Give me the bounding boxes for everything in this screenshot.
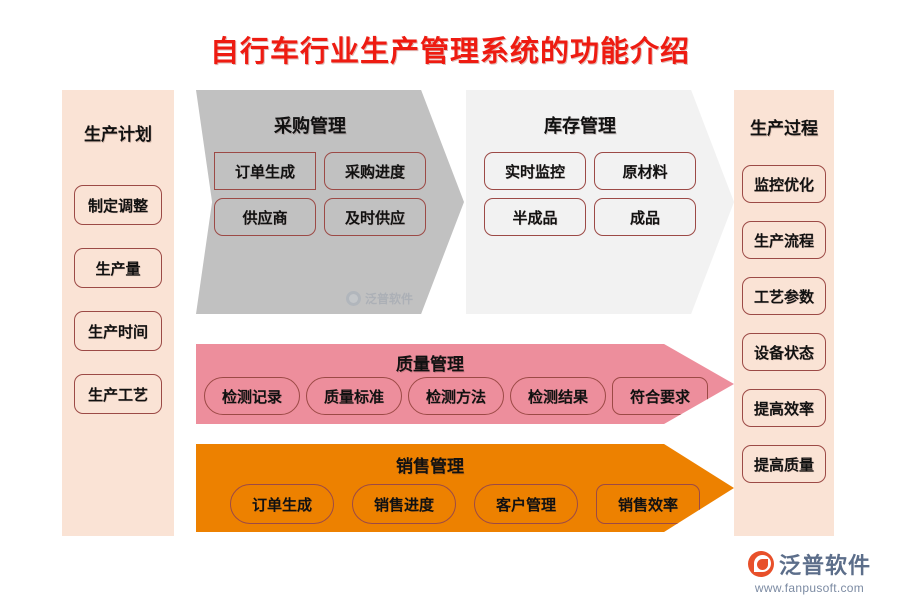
band-item[interactable]: 订单生成 — [230, 484, 334, 524]
logo-name: 泛普软件 — [779, 553, 872, 578]
panel-item[interactable]: 半成品 — [484, 198, 586, 236]
column-item[interactable]: 工艺参数 — [742, 277, 826, 315]
band-quality-management: 质量管理 检测记录 质量标准 检测方法 检测结果 符合要求 — [196, 344, 734, 424]
column-production-process: 生产过程 监控优化 生产流程 工艺参数 设备状态 提高效率 提高质量 — [734, 90, 834, 536]
panel-item[interactable]: 成品 — [594, 198, 696, 236]
band-item[interactable]: 检测结果 — [510, 377, 606, 415]
panel-item-grid: 实时监控 原材料 半成品 成品 — [484, 152, 696, 236]
column-item[interactable]: 制定调整 — [74, 185, 162, 225]
band-item[interactable]: 符合要求 — [612, 377, 708, 415]
logo-row: 泛普软件 — [748, 548, 871, 580]
band-item[interactable]: 检测记录 — [204, 377, 300, 415]
fanpu-swirl-icon — [748, 551, 774, 577]
column-item-list: 制定调整 生产量 生产时间 生产工艺 — [74, 185, 162, 414]
panel-title: 库存管理 — [544, 116, 616, 136]
watermark-text: 泛普软件 — [365, 292, 414, 306]
logo-url: www.fanpusoft.com — [754, 581, 865, 595]
column-item[interactable]: 生产量 — [74, 248, 162, 288]
band-sales-management: 销售管理 订单生成 销售进度 客户管理 销售效率 — [196, 444, 734, 532]
column-item[interactable]: 生产流程 — [742, 221, 826, 259]
column-item[interactable]: 监控优化 — [742, 165, 826, 203]
band-item[interactable]: 客户管理 — [474, 484, 578, 524]
column-item-list: 监控优化 生产流程 工艺参数 设备状态 提高效率 提高质量 — [742, 165, 826, 483]
column-item[interactable]: 生产时间 — [74, 311, 162, 351]
watermark-logo-icon — [346, 291, 361, 306]
page-title: 自行车行业生产管理系统的功能介绍 — [209, 36, 690, 68]
brand-logo: 泛普软件 www.fanpusoft.com — [748, 548, 871, 595]
band-item[interactable]: 质量标准 — [306, 377, 402, 415]
band-item-list: 订单生成 销售进度 客户管理 销售效率 — [230, 484, 700, 524]
band-item[interactable]: 销售效率 — [596, 484, 700, 524]
column-production-plan: 生产计划 制定调整 生产量 生产时间 生产工艺 — [62, 90, 174, 536]
column-item[interactable]: 提高效率 — [742, 389, 826, 427]
panel-purchase-management: 采购管理 订单生成 采购进度 供应商 及时供应 泛普软件 — [196, 90, 464, 314]
column-title: 生产计划 — [84, 125, 152, 144]
column-title: 生产过程 — [750, 119, 818, 138]
band-item-list: 检测记录 质量标准 检测方法 检测结果 符合要求 — [204, 377, 708, 415]
panel-item[interactable]: 订单生成 — [214, 152, 316, 190]
panel-title: 采购管理 — [274, 116, 346, 136]
band-title: 销售管理 — [396, 457, 464, 476]
panel-item[interactable]: 实时监控 — [484, 152, 586, 190]
panel-item[interactable]: 原材料 — [594, 152, 696, 190]
band-item[interactable]: 销售进度 — [352, 484, 456, 524]
watermark-purchase: 泛普软件 — [346, 290, 413, 307]
panel-item[interactable]: 及时供应 — [324, 198, 426, 236]
column-item[interactable]: 设备状态 — [742, 333, 826, 371]
band-item[interactable]: 检测方法 — [408, 377, 504, 415]
band-title: 质量管理 — [396, 355, 464, 374]
panel-item-grid: 订单生成 采购进度 供应商 及时供应 — [214, 152, 426, 236]
panel-item[interactable]: 采购进度 — [324, 152, 426, 190]
column-item[interactable]: 提高质量 — [742, 445, 826, 483]
panel-item[interactable]: 供应商 — [214, 198, 316, 236]
panel-inventory-management: 库存管理 实时监控 原材料 半成品 成品 — [466, 90, 734, 314]
column-item[interactable]: 生产工艺 — [74, 374, 162, 414]
